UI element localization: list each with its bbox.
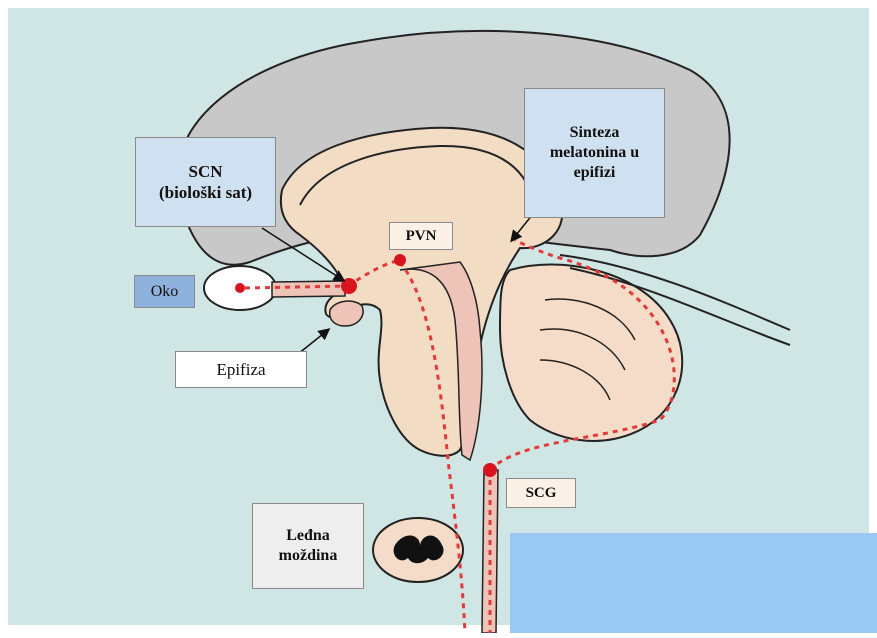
label-epifiza: Epifiza [175, 351, 307, 388]
label-melatonin-synthesis: Sinteza melatonina u epifizi [524, 88, 665, 218]
label-scn: SCN (biološki sat) [135, 137, 276, 227]
pvn-nucleus [394, 254, 406, 266]
corner-block [510, 533, 877, 633]
label-scg: SCG [506, 478, 576, 508]
label-pvn: PVN [389, 222, 453, 250]
label-oko: Oko [134, 275, 195, 308]
optic-nerve [272, 281, 345, 297]
eye-dot [235, 283, 245, 293]
scn-nucleus [341, 278, 357, 294]
label-ledna-mozdina: Leđna moždina [252, 503, 364, 589]
scg-nucleus [483, 463, 497, 477]
pineal-gland [330, 301, 363, 326]
